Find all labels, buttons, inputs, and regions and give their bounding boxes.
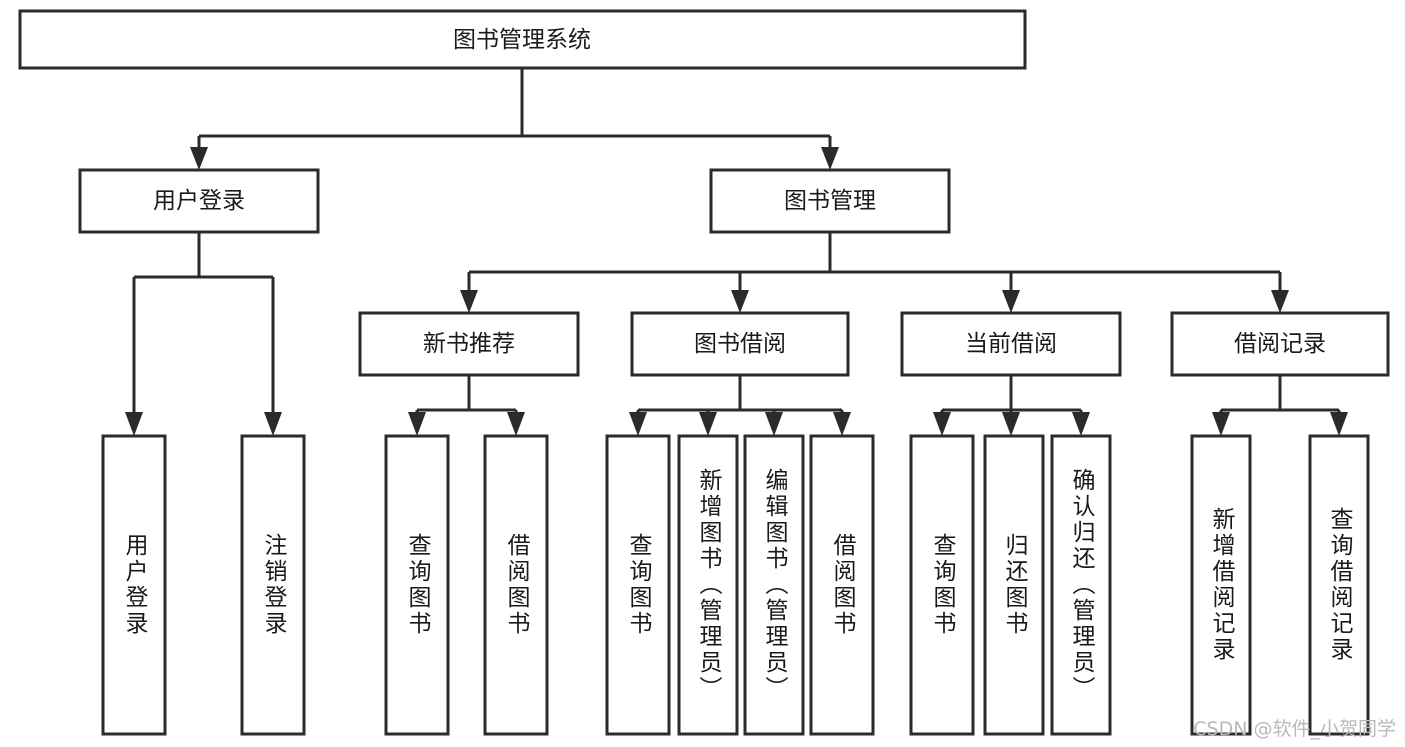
node-leaf-borrow-book-rec-box[interactable] xyxy=(483,434,549,736)
node-new-book-recommend-box[interactable] xyxy=(358,311,580,377)
node-book-management-box[interactable] xyxy=(709,168,951,234)
node-leaf-add-borrow-record-label: 新增借阅记录 xyxy=(1208,507,1236,663)
node-root-label: 图书管理系统 xyxy=(453,27,591,53)
node-leaf-query-book-rec-label: 查询图书 xyxy=(404,533,432,637)
arrow-head-leaf-user-login xyxy=(125,412,143,436)
node-leaf-query-book-bor-box[interactable] xyxy=(605,434,671,736)
arrow-head-leaf-borrow-book-bor xyxy=(833,412,851,436)
connector-user-login-bus xyxy=(132,232,275,420)
node-borrow-record-box[interactable] xyxy=(1170,311,1390,377)
arrow-head-leaf-query-borrow-record xyxy=(1330,412,1348,436)
node-leaf-logout[interactable]: 注销登录 xyxy=(240,434,306,736)
connector-borrow-record-bus xyxy=(1219,375,1341,420)
node-leaf-confirm-return-admin[interactable]: 确认归还（管理员） xyxy=(1050,434,1112,736)
node-book-borrow[interactable]: 图书借阅 xyxy=(630,311,850,377)
node-root-box[interactable] xyxy=(18,9,1027,70)
node-leaf-query-borrow-record-box[interactable] xyxy=(1308,434,1370,736)
node-current-borrow-label: 当前借阅 xyxy=(965,331,1057,357)
node-leaf-return-book[interactable]: 归还图书 xyxy=(983,434,1045,736)
node-leaf-query-book-bor-label: 查询图书 xyxy=(625,533,653,637)
node-leaf-user-login-box[interactable] xyxy=(101,434,167,736)
connector-root-bus xyxy=(197,68,832,156)
node-current-borrow-box[interactable] xyxy=(900,311,1122,377)
arrow-head-leaf-add-borrow-record xyxy=(1212,412,1230,436)
node-leaf-borrow-book-rec-label: 借阅图书 xyxy=(503,533,531,637)
node-leaf-query-book-cur-box[interactable] xyxy=(909,434,975,736)
node-leaf-borrow-book-bor-box[interactable] xyxy=(809,434,875,736)
node-leaf-borrow-book-bor-label: 借阅图书 xyxy=(829,533,857,637)
node-leaf-user-login[interactable]: 用户登录 xyxy=(101,434,167,736)
arrow-head-book-borrow xyxy=(731,290,749,313)
node-leaf-confirm-return-admin-label: 确认归还（管理员） xyxy=(1068,468,1096,702)
node-book-borrow-box[interactable] xyxy=(630,311,850,377)
arrow-head-leaf-query-book-cur xyxy=(933,412,951,436)
node-user-login-box[interactable] xyxy=(78,168,320,234)
node-leaf-user-login-label: 用户登录 xyxy=(121,533,149,637)
node-new-book-recommend[interactable]: 新书推荐 xyxy=(358,311,580,377)
arrow-head-new-book-recommend xyxy=(460,290,478,313)
node-borrow-record[interactable]: 借阅记录 xyxy=(1170,311,1390,377)
node-leaf-borrow-book-rec[interactable]: 借阅图书 xyxy=(483,434,549,736)
node-leaf-query-book-rec[interactable]: 查询图书 xyxy=(384,434,450,736)
node-leaf-logout-box[interactable] xyxy=(240,434,306,736)
arrow-head-leaf-borrow-book-rec xyxy=(507,412,525,436)
node-leaf-return-book-box[interactable] xyxy=(983,434,1045,736)
node-book-management-label: 图书管理 xyxy=(784,188,876,214)
node-leaf-edit-book-admin-label: 编辑图书（管理员） xyxy=(761,468,789,702)
node-leaf-query-book-cur-label: 查询图书 xyxy=(929,533,957,637)
node-leaf-edit-book-admin[interactable]: 编辑图书（管理员） xyxy=(743,434,805,736)
arrow-head-leaf-add-book-admin xyxy=(699,412,717,436)
watermark-label: CSDN @软件_小贺同学 xyxy=(1193,718,1396,740)
node-leaf-add-borrow-record[interactable]: 新增借阅记录 xyxy=(1190,434,1252,736)
node-leaf-borrow-book-bor[interactable]: 借阅图书 xyxy=(809,434,875,736)
node-leaf-add-book-admin[interactable]: 新增图书（管理员） xyxy=(677,434,739,736)
node-leaf-edit-book-admin-box[interactable] xyxy=(743,434,805,736)
arrow-head-leaf-edit-book-admin xyxy=(765,412,783,436)
arrow-head-book-management xyxy=(821,147,839,170)
node-leaf-logout-label: 注销登录 xyxy=(260,533,288,637)
node-book-management[interactable]: 图书管理 xyxy=(709,168,951,234)
node-leaf-query-book-bor[interactable]: 查询图书 xyxy=(605,434,671,736)
node-current-borrow[interactable]: 当前借阅 xyxy=(900,311,1122,377)
node-user-login-label: 用户登录 xyxy=(153,188,245,214)
node-leaf-add-book-admin-label: 新增图书（管理员） xyxy=(695,468,723,702)
node-book-borrow-label: 图书借阅 xyxy=(694,331,786,357)
node-borrow-record-label: 借阅记录 xyxy=(1234,331,1326,357)
connector-book-borrow-bus xyxy=(636,375,844,420)
node-user-login[interactable]: 用户登录 xyxy=(78,168,320,234)
node-leaf-query-book-cur[interactable]: 查询图书 xyxy=(909,434,975,736)
node-leaf-query-book-rec-box[interactable] xyxy=(384,434,450,736)
arrow-head-leaf-query-book-rec xyxy=(408,412,426,436)
connector-new-book-recommend-bus xyxy=(415,375,518,420)
node-leaf-query-borrow-record[interactable]: 查询借阅记录 xyxy=(1308,434,1370,736)
node-leaf-query-borrow-record-label: 查询借阅记录 xyxy=(1326,507,1354,663)
arrow-head-borrow-record xyxy=(1271,290,1289,313)
node-leaf-confirm-return-admin-box[interactable] xyxy=(1050,434,1112,736)
node-root[interactable]: 图书管理系统 xyxy=(18,9,1027,70)
arrow-head-leaf-return-book xyxy=(1002,412,1020,436)
connector-layer xyxy=(125,68,1348,436)
node-leaf-return-book-label: 归还图书 xyxy=(1001,533,1029,637)
arrow-head-user-login xyxy=(190,147,208,170)
arrow-head-leaf-confirm-return-admin xyxy=(1072,412,1090,436)
arrow-head-current-borrow xyxy=(1002,290,1020,313)
node-leaf-add-book-admin-box[interactable] xyxy=(677,434,739,736)
connector-book-management-bus xyxy=(467,232,1282,298)
node-leaf-add-borrow-record-box[interactable] xyxy=(1190,434,1252,736)
arrow-head-leaf-logout xyxy=(264,412,282,436)
node-new-book-recommend-label: 新书推荐 xyxy=(423,331,515,357)
arrow-head-leaf-query-book-bor xyxy=(629,412,647,436)
